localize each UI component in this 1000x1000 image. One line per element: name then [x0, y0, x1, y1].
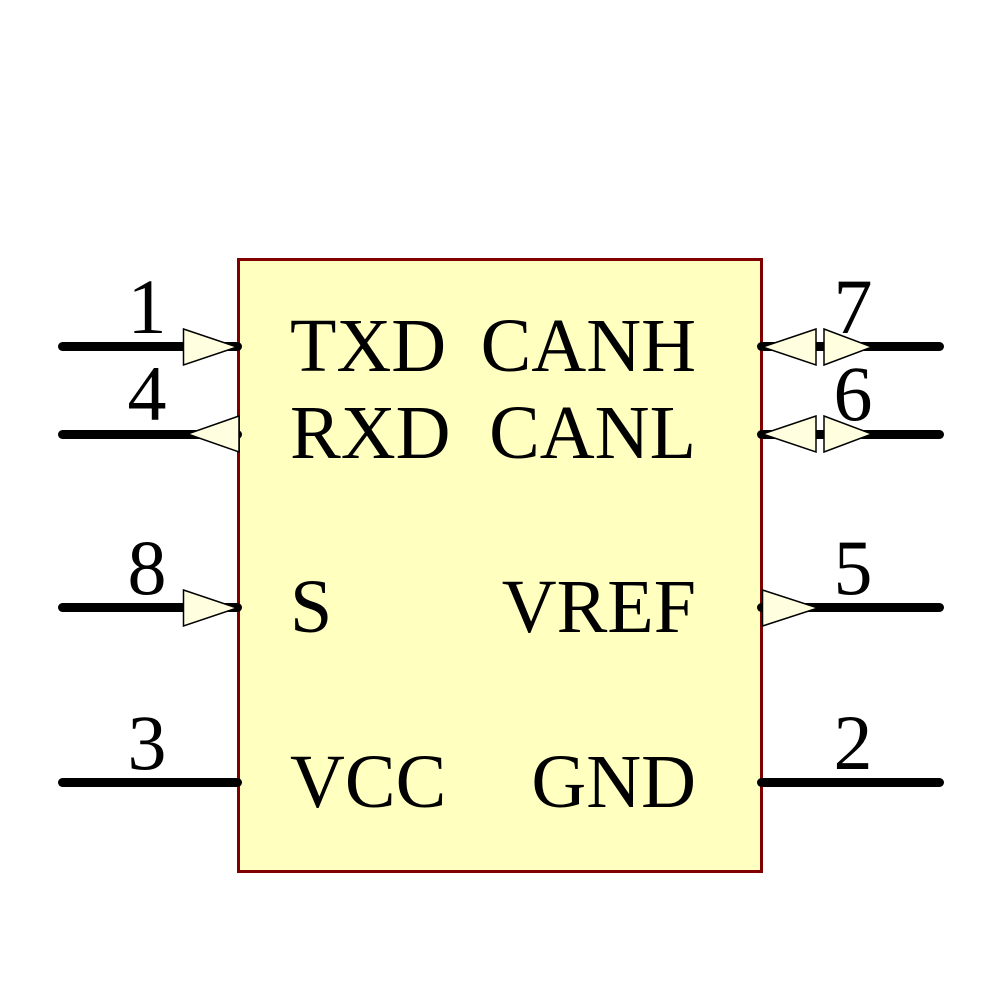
pin-1-input-arrow-icon	[182, 327, 239, 367]
pin-4-number: 4	[127, 350, 167, 437]
pin-1-label: TXD	[290, 304, 447, 388]
pin-1-number: 1	[127, 263, 167, 350]
chip-body[interactable]	[237, 258, 763, 873]
pin-5-wire[interactable]	[757, 603, 944, 612]
pin-7-number: 7	[833, 263, 873, 350]
pin-5-label: VREF	[501, 565, 696, 649]
pin-8-input-arrow-icon	[182, 588, 239, 628]
pin-4-label: RXD	[290, 391, 451, 475]
pin-3-wire[interactable]	[58, 778, 242, 787]
pin-8-wire[interactable]	[58, 603, 242, 612]
pin-2-number: 2	[833, 699, 873, 786]
pin-2-label: GND	[531, 740, 696, 824]
pin-8-label: S	[290, 565, 333, 649]
pin-2-wire[interactable]	[757, 778, 944, 787]
pin-6-bidirectional-arrow-icon	[761, 414, 874, 454]
pin-5-output-arrow-icon	[761, 588, 820, 628]
pin-6-label: CANL	[489, 391, 696, 475]
pin-3-number: 3	[127, 699, 167, 786]
pin-1-wire[interactable]	[58, 342, 242, 351]
pin-7-bidirectional-arrow-icon	[761, 327, 874, 367]
pin-5-number: 5	[833, 524, 873, 611]
pin-4-output-arrow-icon	[186, 414, 240, 454]
pin-4-wire[interactable]	[58, 430, 242, 439]
pin-3-label: VCC	[290, 740, 447, 824]
pin-6-number: 6	[833, 350, 873, 437]
pin-7-label: CANH	[480, 304, 696, 388]
pin-8-number: 8	[127, 524, 167, 611]
